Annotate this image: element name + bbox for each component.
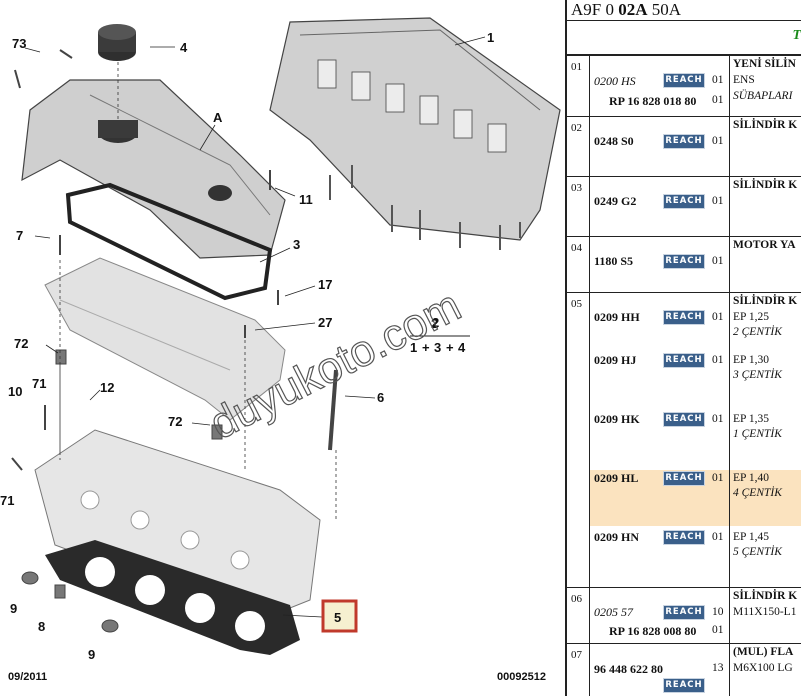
reach-badge: REACH <box>663 412 705 427</box>
callout-label: 1 <box>487 30 494 45</box>
sleeves <box>21 349 223 633</box>
reach-badge: REACH <box>663 471 705 486</box>
table-row[interactable]: 02 0248 S0 REACH 01 SİLİNDİR K <box>567 117 801 177</box>
reach-badge: REACH <box>663 73 705 88</box>
reference-code: A9F 0 02A 50A <box>567 0 801 21</box>
callout-label: 11 <box>299 192 313 207</box>
callout-label: 3 <box>293 237 300 252</box>
svg-text:+: + <box>422 340 430 355</box>
diagram-drawing: 73 4 1 A 11 7 3 17 27 72 2 6 71 10 12 72… <box>0 17 561 683</box>
callout-label: 9 <box>88 647 95 662</box>
callout-label: 8 <box>38 619 45 634</box>
callout-label: 12 <box>100 380 114 395</box>
leader-lines <box>59 62 337 520</box>
table-row[interactable]: 03 0249 G2 REACH 01 SİLİNDİR K <box>567 177 801 237</box>
parts-table: A9F 0 02A 50A T 01 0200 HS REACH 01 YENİ… <box>565 0 801 696</box>
svg-text:3: 3 <box>434 340 441 355</box>
table-row[interactable]: 05 SİLİNDİR K 0209 HH REACH 01 EP 1,25 2… <box>567 293 801 588</box>
diagram-number: 00092512 <box>497 671 546 683</box>
oil-filler-cap <box>98 24 136 61</box>
reach-badge: REACH <box>663 254 705 269</box>
reach-badge: REACH <box>663 530 705 545</box>
callout-label: 9 <box>10 601 17 616</box>
camshaft-carrier <box>44 257 286 421</box>
lower-cylinder-head <box>34 429 321 621</box>
reach-badge: REACH <box>663 310 705 325</box>
reach-badge: REACH <box>663 353 705 368</box>
callout-label: 17 <box>318 277 332 292</box>
svg-text:2: 2 <box>432 315 439 330</box>
callout-label: 71 <box>0 493 14 508</box>
table-row[interactable]: 06 0205 57 REACH 10 SİLİNDİR K M11X150-L… <box>567 588 801 644</box>
cylinder-head-assembly <box>269 17 561 250</box>
svg-text:+: + <box>446 340 454 355</box>
table-row[interactable]: 04 1180 S5 REACH 01 MOTOR YA <box>567 237 801 293</box>
valve-cover <box>21 79 286 259</box>
callout-label: 5 <box>334 610 341 625</box>
reach-badge: REACH <box>663 134 705 149</box>
svg-text:4: 4 <box>458 340 466 355</box>
callout-label: A <box>213 110 223 125</box>
callout-label: 10 <box>8 384 22 399</box>
diagram-date: 09/2011 <box>8 671 47 683</box>
reach-badge: REACH <box>663 678 705 693</box>
table-row[interactable]: 01 0200 HS REACH 01 YENİ SİLİN ENS SÜBAP… <box>567 56 801 117</box>
svg-text:1: 1 <box>410 340 417 355</box>
cover-gasket <box>65 182 273 301</box>
exploded-diagram: 73 4 1 A 11 7 3 17 27 72 2 6 71 10 12 72… <box>0 17 561 683</box>
callout-label: 71 <box>32 376 46 391</box>
callout-label: 72 <box>14 336 28 351</box>
lineup-formula: 2 1 + 3 + 4 <box>410 315 470 355</box>
reach-badge: REACH <box>663 605 705 620</box>
callout-label: 27 <box>318 315 332 330</box>
callout-label: 7 <box>16 228 23 243</box>
bolts <box>11 49 338 471</box>
callout-label: 6 <box>377 390 384 405</box>
callout-label: 2 <box>431 316 438 331</box>
head-gasket <box>45 540 300 655</box>
callout-label: 73 <box>12 36 26 51</box>
callout-label: 72 <box>168 414 182 429</box>
reach-badge: REACH <box>663 194 705 209</box>
table-row[interactable]: 07 96 448 622 80 13 REACH (MUL) FLA M6X1… <box>567 644 801 696</box>
callout-label: 4 <box>180 40 188 55</box>
callout-leaders <box>24 36 486 618</box>
table-subheader: T <box>567 20 801 56</box>
highlighted-callout-box[interactable]: 5 <box>321 599 358 633</box>
